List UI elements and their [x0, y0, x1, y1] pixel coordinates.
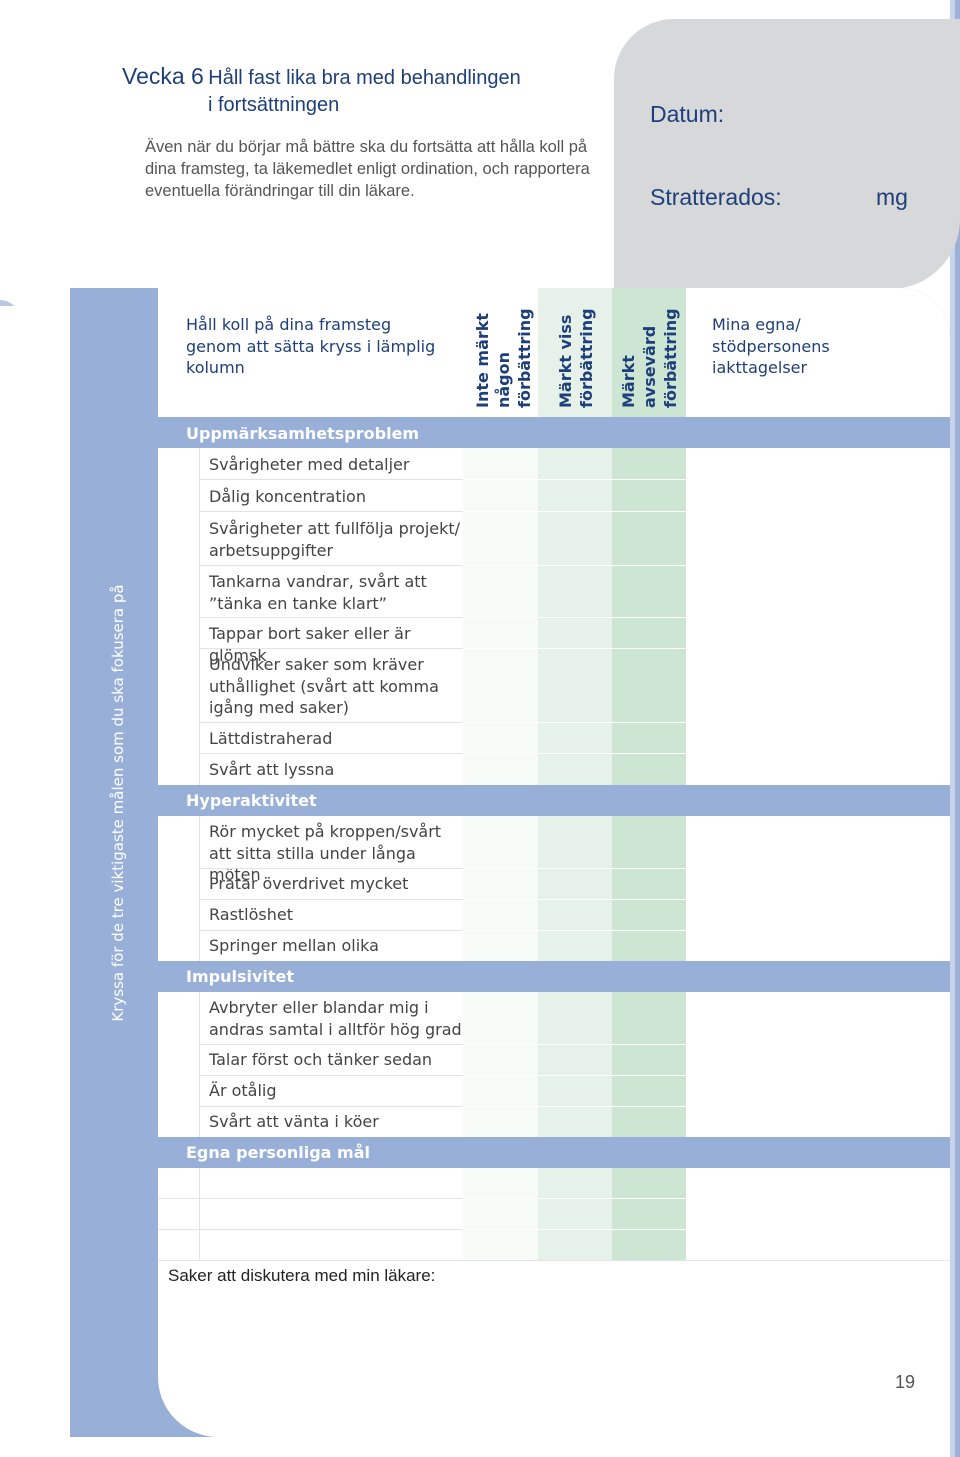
symptom-row-label[interactable]: Pratar överdrivet mycket: [209, 874, 409, 893]
row-divider: [199, 753, 464, 754]
column-no-improvement-block: [463, 1168, 538, 1260]
section-band-personal-goals: [158, 1137, 950, 1168]
cell-divider: [463, 722, 686, 723]
section-title: Impulsivitet: [186, 967, 295, 986]
row-divider: [199, 648, 464, 649]
symptom-row-label[interactable]: Avbryter eller blandar mig i andras samt…: [209, 998, 462, 1039]
left-decor-inner: [0, 306, 20, 1437]
row-indent-line: [199, 448, 200, 785]
row-divider: [199, 868, 464, 869]
column-some-improvement-block: [538, 992, 612, 1137]
discuss-with-doctor-label[interactable]: Saker att diskutera med min läkare:: [168, 1266, 436, 1285]
section-band-attention: [158, 417, 950, 448]
column-some-improvement-header-bg: [538, 288, 612, 417]
personal-goal-row-divider: [158, 1198, 464, 1199]
row-indent-line: [199, 816, 200, 961]
cell-divider: [463, 1044, 686, 1045]
cell-divider: [463, 1106, 686, 1107]
symptom-row-label[interactable]: Lättdistraherad: [209, 729, 333, 748]
dose-field-label[interactable]: Stratterados:: [650, 184, 782, 210]
row-divider: [199, 1075, 464, 1076]
cell-divider: [463, 1198, 686, 1199]
symptom-row-label[interactable]: Svårigheter med detaljer: [209, 455, 410, 474]
row-divider: [199, 930, 464, 931]
week-heading-line2: i fortsättningen: [208, 94, 340, 116]
personal-goal-row-divider: [158, 1260, 950, 1261]
cell-divider: [463, 479, 686, 480]
cell-divider: [463, 1075, 686, 1076]
symptom-row-label[interactable]: Tankarna vandrar, svårt att ”tänka en ta…: [209, 572, 427, 613]
section-title: Uppmärksamhetsproblem: [186, 424, 420, 443]
cell-divider: [463, 868, 686, 869]
section-band-hyperactivity: [158, 785, 950, 816]
side-instruction-text: Kryssa för de tre viktigaste målen som d…: [109, 584, 127, 1022]
column-significant-improvement-block: [612, 448, 686, 785]
column-significant-improvement-block: [612, 1168, 686, 1260]
row-indent-line: [199, 992, 200, 1137]
section-title: Egna personliga mål: [186, 1143, 370, 1162]
cell-divider: [463, 1229, 686, 1230]
column-significant-improvement-block: [612, 816, 686, 961]
date-field-label[interactable]: Datum:: [650, 101, 725, 127]
row-divider: [199, 1044, 464, 1045]
symptom-row-label[interactable]: Dålig koncentration: [209, 487, 366, 506]
row-indent-line: [199, 1168, 200, 1260]
cell-divider: [463, 648, 686, 649]
dose-unit: mg: [876, 184, 908, 210]
column-some-improvement-block: [538, 1168, 612, 1260]
page-edge-strip-dark: [955, 0, 960, 1457]
cell-divider: [463, 617, 686, 618]
column-significant-improvement-header-bg: [612, 288, 686, 417]
symptom-row-label[interactable]: Svårt att lyssna: [209, 760, 335, 779]
row-divider: [199, 511, 464, 512]
table-instruction: Håll koll på dina framsteg genom att sät…: [186, 315, 436, 377]
column-some-improvement-block: [538, 816, 612, 961]
date-dose-panel: [614, 19, 960, 289]
row-divider: [199, 899, 464, 900]
cell-divider: [463, 930, 686, 931]
row-divider: [199, 479, 464, 480]
symptom-row-label[interactable]: Rör mycket på kroppen/svårt att sitta st…: [209, 822, 442, 884]
cell-divider: [463, 565, 686, 566]
symptom-row-label[interactable]: Svårt att vänta i köer: [209, 1112, 379, 1131]
row-divider: [199, 565, 464, 566]
column-no-improvement-block: [463, 816, 538, 961]
row-divider: [199, 617, 464, 618]
symptom-row-label[interactable]: Talar först och tänker sedan: [209, 1050, 433, 1069]
symptom-row-label[interactable]: Rastlöshet: [209, 905, 294, 924]
section-band-impulsivity: [158, 961, 950, 992]
column-significant-improvement-block: [612, 992, 686, 1137]
week-heading: Håll fast lika bra med behandlingen: [208, 67, 521, 89]
symptom-row-label[interactable]: Är otålig: [209, 1081, 277, 1100]
cell-divider: [463, 511, 686, 512]
row-divider: [199, 722, 464, 723]
intro-text: Även när du börjar må bättre ska du fort…: [145, 138, 590, 200]
column-no-improvement-block: [463, 992, 538, 1137]
column-no-improvement-block: [463, 448, 538, 785]
column-some-improvement-block: [538, 448, 612, 785]
row-divider: [199, 1106, 464, 1107]
cell-divider: [463, 899, 686, 900]
symptom-row-label[interactable]: Undviker saker som kräver uthållighet (s…: [209, 655, 439, 717]
symptom-row-label[interactable]: Svårigheter att fullfölja projekt/ arbet…: [209, 519, 461, 560]
cell-divider: [463, 753, 686, 754]
symptom-row-label[interactable]: Tappar bort saker eller är glömsk: [209, 624, 411, 665]
week-title: Vecka 6 Håll fast lika bra med behandlin…: [122, 63, 521, 90]
week-number: Vecka 6: [122, 63, 204, 89]
observations-column-header: Mina egna/ stödpersonens iakttagelser: [712, 315, 830, 377]
section-title: Hyperaktivitet: [186, 791, 317, 810]
page-number: 19: [895, 1372, 916, 1392]
personal-goal-row-divider: [158, 1229, 464, 1230]
